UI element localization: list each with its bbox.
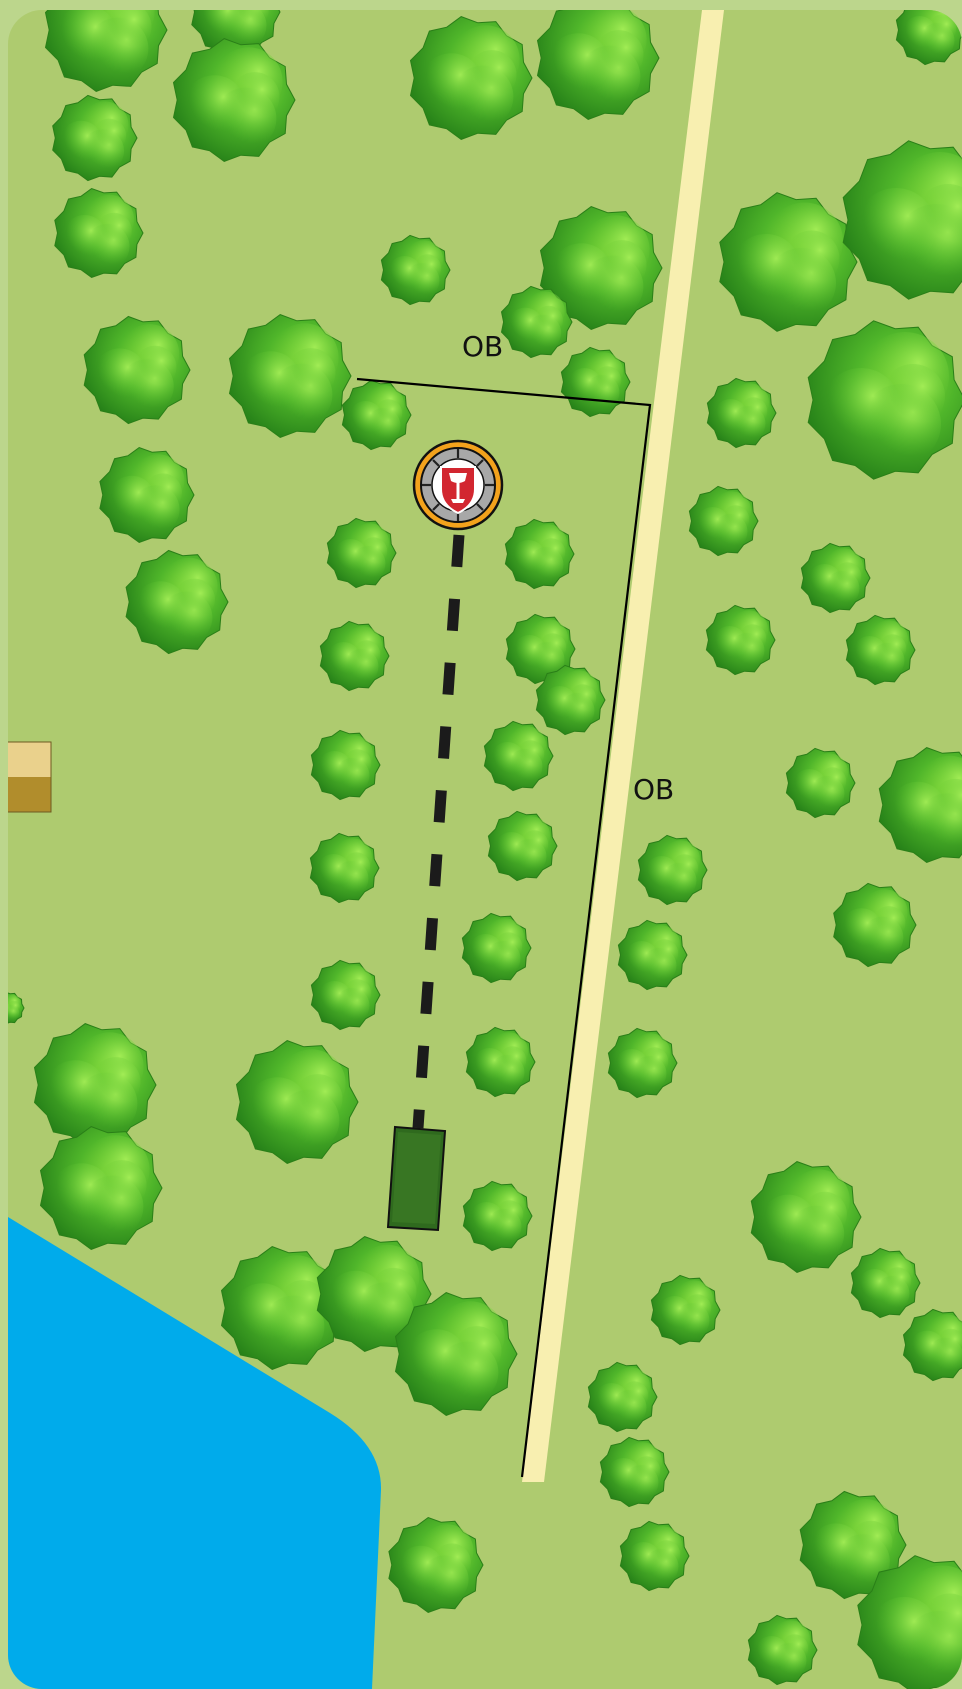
tree-icon [878, 747, 962, 863]
tree-icon [125, 549, 229, 655]
tree-icon [309, 832, 380, 904]
tree-icon [462, 1180, 533, 1252]
ob-label-right: OB [633, 773, 674, 806]
tree-icon [587, 1361, 658, 1433]
tree-icon [607, 1027, 678, 1099]
tree-icon [191, 10, 281, 58]
tree-icon [902, 1308, 962, 1382]
tree-icon [539, 206, 663, 330]
tree-icon [220, 1246, 344, 1370]
tree-icon [833, 882, 917, 968]
tree-icon [310, 959, 381, 1031]
tree-icon [536, 10, 660, 120]
tree-icon [326, 517, 397, 589]
tree-icon [800, 542, 871, 614]
tree-icon [842, 140, 962, 300]
tree-icon [850, 1247, 921, 1319]
tree-icon [310, 729, 381, 801]
tree-icon [228, 314, 352, 438]
tree-icon [706, 377, 777, 449]
disc-golf-basket-icon [412, 439, 504, 531]
tree-icon [235, 1040, 359, 1164]
tree-icon [99, 446, 195, 544]
tree-icon [637, 834, 708, 906]
tree-icon [52, 94, 138, 182]
tree-icon [650, 1274, 721, 1346]
tree-icon [83, 315, 191, 425]
tree-icon [747, 1614, 818, 1686]
tree-icon [785, 747, 856, 819]
tree-icon [33, 1023, 157, 1147]
tree-icon [394, 1292, 518, 1416]
tree-icon [409, 16, 533, 140]
tree-icon [895, 10, 962, 66]
tree-icon [807, 320, 962, 480]
tree-icon [535, 664, 606, 736]
building-icon [8, 741, 52, 813]
tree-icon [341, 379, 412, 451]
tree-icon [54, 187, 144, 279]
tree-icon [688, 485, 759, 557]
tree-icon [719, 192, 858, 332]
tree-icon [461, 912, 532, 984]
tree-icon [750, 1161, 862, 1273]
tree-icon [316, 1236, 432, 1352]
tree-icon [172, 38, 296, 162]
footpath [522, 10, 724, 1482]
tree-icon [388, 1516, 484, 1614]
tree-icon [504, 518, 575, 590]
tree-icon [599, 1436, 670, 1508]
tree-icon [617, 919, 688, 991]
tree-icon [380, 234, 451, 306]
tree-icon [487, 810, 558, 882]
tree-icon [319, 620, 390, 692]
tree-icon [39, 1126, 163, 1250]
tree-icon [500, 285, 573, 359]
tree-icon [44, 10, 168, 92]
ob-label-top: OB [462, 330, 503, 363]
tree-icon [619, 1520, 690, 1592]
tree-icon [845, 614, 916, 686]
tree-icon [483, 720, 554, 792]
tree-icon [705, 604, 776, 676]
tee-pad [386, 1125, 447, 1232]
ob-boundary [356, 377, 652, 1478]
lake [8, 1217, 382, 1689]
tree-icon [465, 1026, 536, 1098]
tree-icon [8, 991, 25, 1025]
